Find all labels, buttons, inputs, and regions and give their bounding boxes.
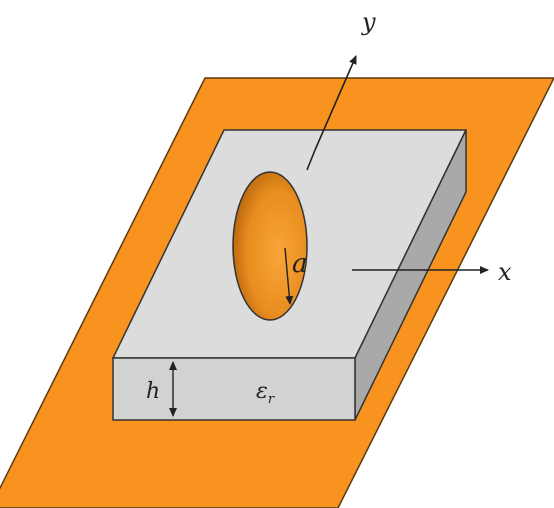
radius-arrow bbox=[284, 247, 294, 305]
permittivity-subscript: r bbox=[268, 392, 275, 407]
y-axis-label: y bbox=[361, 8, 376, 36]
radius-label: a bbox=[292, 249, 308, 279]
permittivity-label: εr bbox=[256, 379, 275, 407]
y-axis-arrow bbox=[314, 55, 357, 151]
x-axis-label: x bbox=[498, 258, 512, 286]
circular-aperture bbox=[232, 171, 308, 321]
height-label: h bbox=[146, 379, 160, 404]
y-axis-line-lower bbox=[306, 149, 316, 171]
permittivity-symbol: ε bbox=[256, 379, 268, 404]
